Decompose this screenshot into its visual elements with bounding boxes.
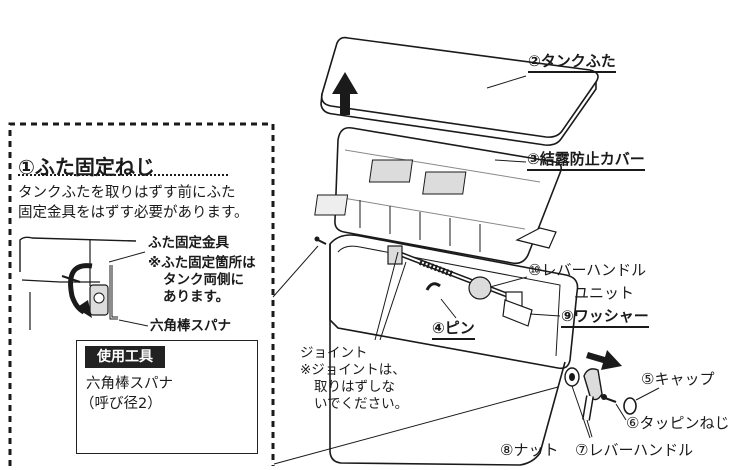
up-arrow-icon: [332, 72, 358, 115]
wrench-label: 六角棒スパナ: [150, 318, 231, 334]
rotation-arrow-icon: [68, 263, 93, 318]
bracket-note-3: あります。: [163, 289, 230, 305]
label-lever-handle: ⑦レバーハンドル: [575, 441, 694, 459]
cap: [623, 397, 637, 415]
lever-unit: [387, 245, 533, 327]
label-pin: ④ピン: [432, 319, 475, 340]
tools-header: 使用工具: [85, 346, 165, 368]
label-tank-lid: ②タンクふた: [528, 52, 616, 73]
label-lever-unit-line-2: ユニット: [574, 284, 635, 302]
tank-lid: [320, 36, 599, 146]
lid-fixing-illustration: [19, 236, 149, 330]
section-description-line-1: タンクふたを取りはずす前にふた: [18, 185, 236, 201]
bracket-note-2: タンク両側に: [163, 272, 244, 288]
right-arrow-icon: [586, 350, 622, 370]
lid-fixing-screw: [314, 236, 327, 245]
condensation-cover: [314, 126, 562, 265]
lever-handle: [582, 368, 603, 421]
joint-label: ジョイント: [300, 345, 368, 361]
label-tapping-screw: ⑥タッピンねじ: [626, 414, 729, 432]
label-condensation-cover: ③結露防止カバー: [527, 150, 645, 171]
joint-note-1: ※ジョイントは、: [300, 362, 406, 378]
pin: [425, 282, 441, 291]
label-nut: ⑧ナット: [500, 441, 559, 459]
title-underline: [18, 174, 228, 176]
label-cap: ⑤キャップ: [641, 370, 715, 388]
tapping-screw: [601, 394, 617, 403]
joint-note-2: 取りはずしな: [314, 379, 395, 395]
info-panel-border: [8, 122, 275, 466]
nut: [564, 367, 580, 387]
label-lever-unit-line-1: ⑩レバーハンドル: [528, 261, 647, 279]
tool-item-line-2: （呼び径2）: [80, 396, 162, 412]
section-description-line-2: 固定金具をはずす必要があります。: [18, 205, 249, 221]
bracket-note-1: ※ふた固定箇所は: [148, 255, 256, 271]
tool-item-line-1: 六角棒スパナ: [86, 376, 173, 392]
joint-note-3: いでください。: [314, 396, 409, 412]
tank-body: [329, 234, 579, 466]
bracket-label: ふた固定金具: [148, 235, 229, 251]
label-washer: ⑨ワッシャー: [561, 307, 649, 328]
